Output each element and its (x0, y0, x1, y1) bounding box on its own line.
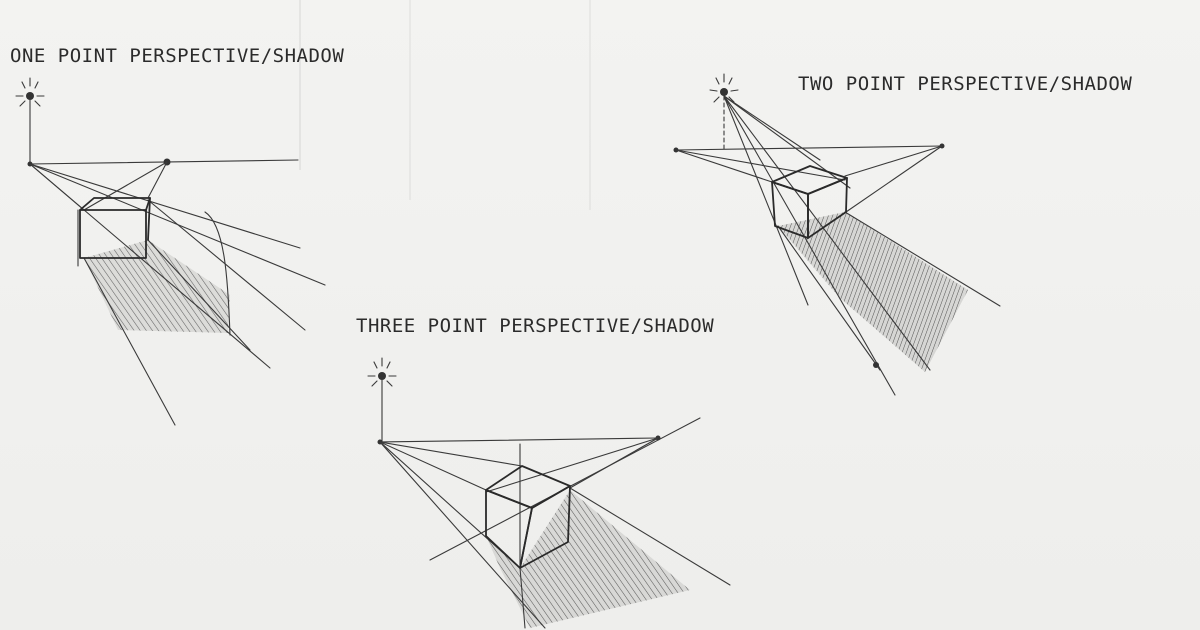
light-bulb-icon (367, 357, 397, 387)
paper-texture (299, 0, 591, 210)
two-point-caption: TWO POINT PERSPECTIVE/SHADOW (798, 73, 1132, 95)
three-point-drawing: THREE POINT PERSPECTIVE/SHADOW (356, 315, 731, 629)
light-bulb-icon (15, 77, 45, 107)
three-point-caption: THREE POINT PERSPECTIVE/SHADOW (356, 315, 714, 337)
one-point-caption: ONE POINT PERSPECTIVE/SHADOW (10, 45, 344, 67)
one-point-drawing: ONE POINT PERSPECTIVE/SHADOW (10, 45, 344, 426)
two-point-drawing: TWO POINT PERSPECTIVE/SHADOW (673, 73, 1132, 396)
light-bulb-icon (709, 73, 739, 103)
